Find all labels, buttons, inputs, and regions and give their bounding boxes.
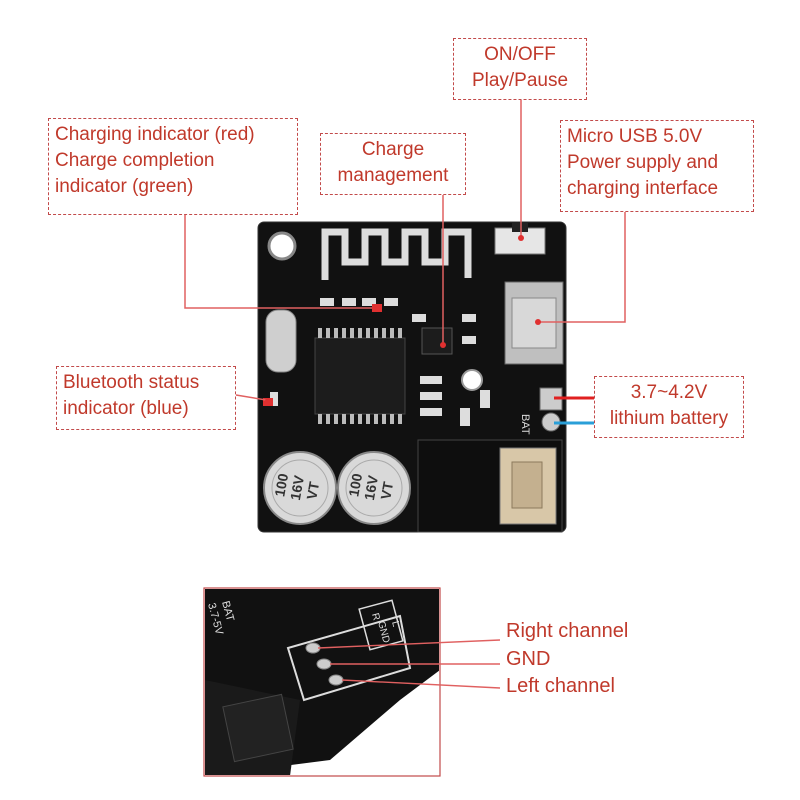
cap-voltage: 16V [287,474,307,502]
cap-series: VT [377,480,396,501]
bottom-detail: R GND L BAT 3.7-5V [203,587,501,777]
leader-lines [184,100,626,401]
bluetooth-status-line2: indicator (blue) [63,398,189,419]
pad-l-marking: L [389,620,401,629]
battery-label: 3.7~4.2V lithium battery [594,376,744,438]
cap-value: 100 [345,472,365,498]
pointer-dot [535,319,541,325]
charge-management-label: Charge management [320,133,466,195]
bat-marking: BAT [519,414,531,435]
charge-management-line1: Charge [361,139,425,160]
charging-indicator-label: Charging indicator (red) Charge completi… [48,118,298,215]
onoff-line2: Play/Pause [471,70,569,91]
pointer-dot [375,305,381,311]
pointer-dot [265,398,271,404]
gnd-label: GND [506,648,551,670]
micro-usb-label: Micro USB 5.0V Power supply and charging… [560,120,754,212]
battery-line1: 3.7~4.2V [630,382,708,403]
micro-usb-line1: Micro USB 5.0V [567,126,703,147]
onoff-label: ON/OFF Play/Pause [453,38,587,100]
capacitor-left: 100 16V VT [263,451,337,525]
cap-voltage: 16V [361,474,381,502]
bottom-bat-marking: BAT [219,600,236,623]
cap-value: 100 [271,472,291,498]
micro-usb-line2: Power supply and [567,152,719,173]
charging-indicator-line1: Charging indicator (red) [55,124,255,145]
bluetooth-status-label: Bluetooth status indicator (blue) [56,366,236,430]
charge-management-line2: management [337,165,449,186]
pointer-dot [440,342,446,348]
pointer-dot [518,235,524,241]
battery-line2: lithium battery [609,408,729,429]
right-channel-label: Right channel [506,620,629,642]
bluetooth-status-line1: Bluetooth status [63,372,200,393]
bluetooth-board: BAT 100 16V VT 100 16V VT [257,221,567,533]
micro-usb-line3: charging interface [567,178,719,199]
pad-r-marking: R [369,612,381,622]
onoff-line1: ON/OFF [484,44,556,65]
charging-indicator-line3: indicator (green) [55,176,194,197]
left-channel-label: Left channel [506,675,615,697]
charging-indicator-line2: Charge completion [55,150,215,171]
capacitor-right: 100 16V VT [337,451,411,525]
cap-series: VT [303,480,322,501]
